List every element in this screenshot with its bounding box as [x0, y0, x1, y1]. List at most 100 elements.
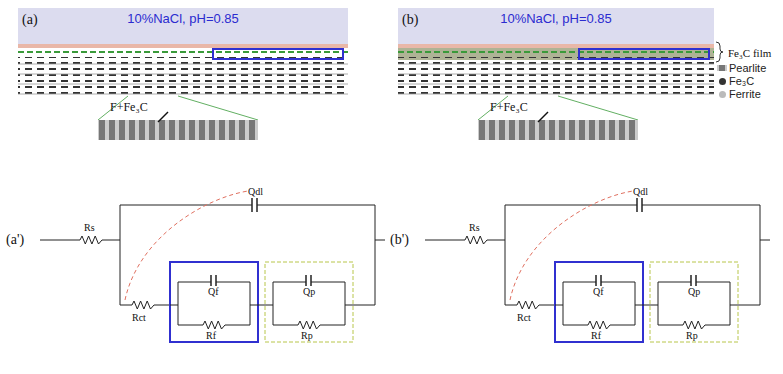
wire — [505, 305, 517, 306]
electrolyte-band: 10%NaCl, pH=0.85 — [398, 8, 714, 44]
element-label: Rs — [469, 222, 480, 233]
brace — [716, 42, 723, 62]
dashed-link — [125, 190, 260, 300]
wire — [178, 282, 211, 283]
pearlite-inset — [478, 120, 638, 140]
wire — [635, 305, 643, 306]
legend-text: Ferrite — [729, 88, 761, 100]
wire — [696, 282, 730, 283]
band-text: 10%NaCl, pH=0.85 — [500, 11, 612, 26]
pearlite-layers — [398, 57, 714, 97]
element-label: Rp — [686, 330, 698, 341]
wire — [705, 325, 730, 326]
wire — [760, 240, 770, 241]
wire — [120, 205, 252, 206]
wire — [635, 282, 636, 325]
element-label: Qf — [593, 286, 604, 297]
wire — [642, 205, 760, 206]
film-line — [398, 51, 714, 53]
wire — [320, 325, 345, 326]
pearlite-sample — [717, 65, 727, 71]
wire — [258, 305, 265, 306]
annotation: F+Fe₃C — [110, 101, 148, 114]
layer-line — [18, 64, 348, 65]
wire — [425, 240, 465, 241]
element-label: Rs — [84, 222, 95, 233]
legend-swatch — [719, 78, 726, 85]
wire — [273, 325, 298, 326]
wire — [353, 305, 375, 306]
wire — [250, 282, 251, 325]
wire — [265, 305, 273, 306]
wire — [650, 305, 658, 306]
element-label: Rf — [206, 330, 216, 341]
panel-label: (a) — [22, 12, 38, 27]
legend-entry: Ferrite — [719, 88, 761, 100]
electrolyte — [18, 8, 348, 46]
wire — [345, 282, 346, 325]
resistor-symbol — [517, 301, 539, 309]
legend-entry: Fe₃C — [719, 75, 754, 87]
wire — [225, 325, 250, 326]
wire — [601, 282, 635, 283]
wire — [120, 305, 132, 306]
layer-line — [18, 74, 348, 75]
zoom-line — [178, 96, 258, 120]
legend-text: Pearlite — [729, 62, 766, 74]
wire — [658, 282, 659, 325]
panel-label: (b) — [402, 12, 418, 27]
zoom-line — [558, 96, 638, 120]
wire — [563, 282, 564, 325]
element-label: Qp — [688, 286, 700, 297]
pointer-arrow — [158, 112, 168, 122]
resistor-symbol — [683, 321, 705, 329]
wire — [643, 305, 650, 306]
element-label: Rct — [517, 312, 531, 323]
dashed-link — [510, 190, 645, 300]
wire — [505, 205, 506, 305]
wire — [250, 305, 258, 306]
pearlite-layers — [18, 57, 348, 97]
wire — [154, 305, 170, 306]
annotation: F+Fe₃C — [490, 101, 528, 114]
wire — [505, 205, 637, 206]
resistor-symbol — [132, 301, 154, 309]
resistor-symbol — [203, 321, 225, 329]
wire — [102, 240, 120, 241]
film-line — [18, 51, 348, 53]
group-box — [265, 262, 353, 342]
resistor-symbol — [465, 236, 487, 244]
panel-label: (b') — [390, 232, 409, 247]
layer-line — [398, 84, 714, 85]
pearlite-inset — [98, 120, 258, 140]
wire — [760, 205, 761, 305]
wire — [120, 205, 121, 305]
legend-text: Fe₃C — [729, 75, 754, 87]
layer-line — [18, 84, 348, 85]
wire — [610, 325, 635, 326]
wire — [375, 205, 376, 305]
wire — [658, 282, 691, 283]
wire — [273, 282, 306, 283]
wire — [563, 325, 588, 326]
wire — [555, 305, 563, 306]
element-label: Rf — [591, 330, 601, 341]
element-label: Qf — [208, 286, 219, 297]
capacitor-symbol — [636, 198, 638, 212]
wire — [178, 325, 203, 326]
wire — [730, 305, 738, 306]
resistor-symbol — [298, 321, 320, 329]
wire — [216, 282, 250, 283]
corrosion-layer — [398, 44, 714, 48]
wire — [658, 325, 683, 326]
wire — [487, 240, 505, 241]
layer-line — [398, 64, 714, 65]
electrolyte-band: 10%NaCl, pH=0.85 — [18, 8, 348, 44]
wire — [257, 205, 375, 206]
wire — [375, 240, 385, 241]
electrolyte — [398, 8, 714, 46]
wire — [273, 282, 274, 325]
legend-swatch — [719, 91, 726, 98]
layer-line — [398, 74, 714, 75]
